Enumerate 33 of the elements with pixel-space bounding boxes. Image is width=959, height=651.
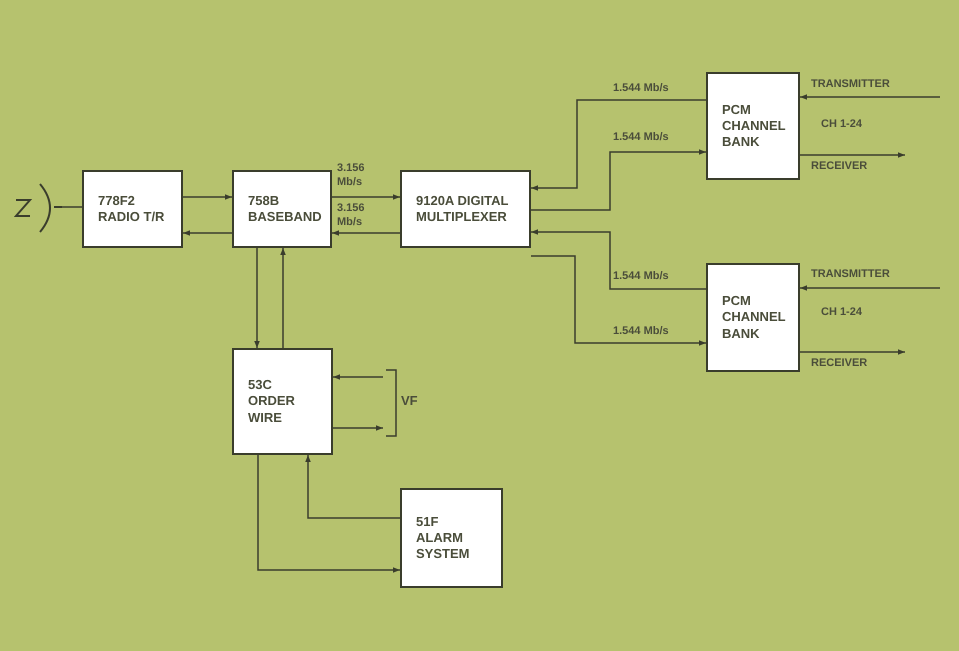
arrow [332,230,400,236]
arrow [800,285,940,291]
arrow [332,194,400,200]
block-box [232,348,333,455]
arrow [183,230,232,236]
block-label: PCM CHANNEL BANK [722,293,786,342]
arrow [800,94,940,100]
block-box [706,263,800,372]
arrow [257,455,400,573]
block-label: 778F2 RADIO T/R [98,192,166,226]
arrow [254,248,260,348]
arrow [531,255,706,346]
block-box [706,72,800,180]
block-label: 53C ORDER WIRE [248,377,296,426]
block-box [82,170,183,248]
arrow [333,374,383,380]
arrow [531,99,706,191]
arrow [800,349,905,355]
block-label: 51F ALARM SYSTEM [416,514,470,562]
block-label: 9120A DIGITAL MULTIPLEXER [416,192,510,226]
block-box [232,170,332,248]
connector-line [62,206,82,208]
arrow [280,248,286,348]
arrow [183,194,232,200]
arrow [531,229,706,290]
block-label: PCM CHANNEL BANK [722,102,786,150]
arrow [531,149,706,211]
block-box [400,488,503,588]
arrow [333,425,383,431]
block-box [400,170,531,248]
block-label: 758B BASEBAND [248,192,322,226]
arrow [800,152,905,158]
arrow [305,455,400,519]
